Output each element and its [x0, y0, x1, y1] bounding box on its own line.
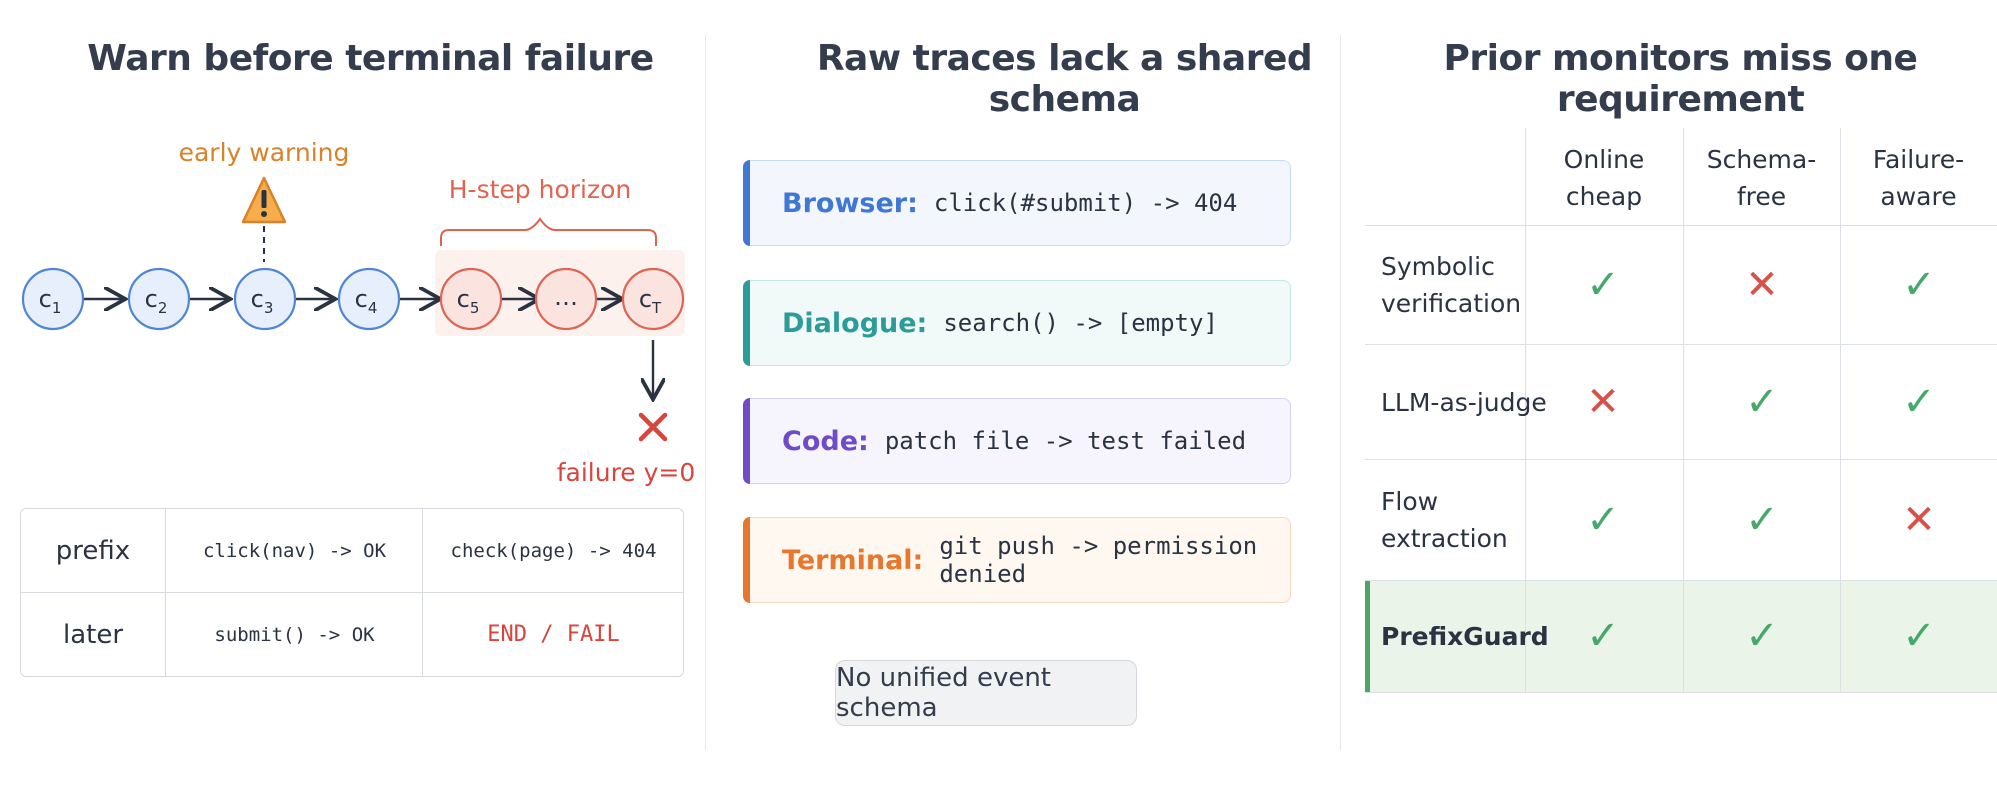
horizon-brace [440, 217, 657, 246]
grid-line [1525, 128, 1526, 693]
cross-icon: ✕ [1586, 379, 1620, 425]
card-label: Terminal: [782, 544, 924, 576]
horizon-label: H-step horizon [449, 175, 631, 204]
panel-title: Prior monitors miss one requirement [1443, 38, 1918, 120]
card-accent-bar [743, 280, 750, 366]
failure-cell: END / FAIL [422, 593, 683, 676]
check-icon: ✓ [1745, 613, 1779, 659]
card-accent-bar [743, 160, 750, 246]
node-c3: c3 [233, 267, 297, 331]
card-value: click(#submit) -> 404 [933, 189, 1238, 217]
grid-line [1683, 128, 1684, 693]
panel-divider [705, 35, 706, 750]
trace-cell: click(nav) -> OK [165, 509, 423, 592]
card-label: Browser: [782, 187, 918, 219]
trace-cell: check(page) -> 404 [422, 509, 683, 592]
card-accent-bar [743, 517, 750, 603]
grid-line [1365, 580, 1997, 581]
panel-prior-monitors: Prior monitors miss one requirement Onli… [1340, 0, 1997, 788]
highlight-row-bg [1365, 580, 1997, 693]
table-row: later submit() -> OK END / FAIL [21, 592, 683, 676]
check-icon: ✓ [1586, 613, 1620, 659]
table-row: prefix click(nav) -> OK check(page) -> 4… [21, 509, 683, 592]
card-value: search() -> [empty] [943, 309, 1218, 337]
check-icon: ✓ [1745, 379, 1779, 425]
trace-card-code: Code: patch file -> test failed [743, 398, 1291, 484]
card-label: Code: [782, 425, 869, 457]
node-c1: c1 [21, 267, 85, 331]
row-label: later [62, 619, 124, 650]
check-icon: ✓ [1745, 497, 1779, 543]
column-header-failure-aware: Failure-aware [1872, 145, 1965, 211]
grid-line [1365, 344, 1997, 345]
cross-icon: ✕ [1745, 262, 1779, 308]
trajectory-diagram: early warning H-step horizon c1 [21, 138, 696, 487]
check-icon: ✓ [1902, 379, 1936, 425]
card-value: git push -> permission denied [939, 532, 1258, 588]
card-value: patch file -> test failed [884, 427, 1247, 455]
highlight-row-accent [1365, 580, 1370, 693]
no-schema-badge: No unified event schema [835, 660, 1137, 726]
row-header-prefixguard: PrefixGuard [1381, 622, 1549, 651]
grid-line [1840, 128, 1841, 693]
row-label: prefix [55, 535, 131, 566]
check-icon: ✓ [1902, 613, 1936, 659]
node-c2: c2 [127, 267, 191, 331]
panel-divider [1340, 35, 1341, 750]
check-icon: ✓ [1586, 497, 1620, 543]
panel-title: Warn before terminal failure [87, 38, 654, 79]
panel-title: Raw traces lack a shared schema [816, 38, 1313, 120]
column-header-schema-free: Schema-free [1706, 145, 1817, 211]
node-cT: cT [621, 267, 685, 331]
early-warning-label: early warning [179, 138, 350, 167]
trace-card-terminal: Terminal: git push -> permission denied [743, 517, 1291, 603]
cross-icon: ✕ [1902, 497, 1936, 543]
card-accent-bar [743, 398, 750, 484]
failure-cross-icon [638, 412, 668, 442]
svg-text:…: … [554, 283, 578, 311]
check-icon: ✓ [1902, 262, 1936, 308]
panel-early-warning: Warn before terminal failure early warni… [0, 0, 705, 788]
prefix-later-table: prefix click(nav) -> OK check(page) -> 4… [20, 508, 684, 677]
grid-line [1365, 459, 1997, 460]
grid-line [1365, 225, 1997, 226]
row-header-llm-as-judge: LLM-as-judge [1381, 387, 1547, 417]
warning-icon [241, 176, 287, 224]
grid-line [1365, 692, 1997, 693]
trace-card-browser: Browser: click(#submit) -> 404 [743, 160, 1291, 246]
node-c4: c4 [337, 267, 401, 331]
panel-raw-traces: Raw traces lack a shared schema Browser:… [705, 0, 1340, 788]
failure-label: failure y=0 [557, 458, 696, 487]
trace-card-dialogue: Dialogue: search() -> [empty] [743, 280, 1291, 366]
check-icon: ✓ [1586, 262, 1620, 308]
node-c5: c5 [439, 267, 503, 331]
trace-cell: submit() -> OK [165, 593, 423, 676]
node-ellipsis: … [534, 267, 598, 331]
card-label: Dialogue: [782, 307, 928, 339]
